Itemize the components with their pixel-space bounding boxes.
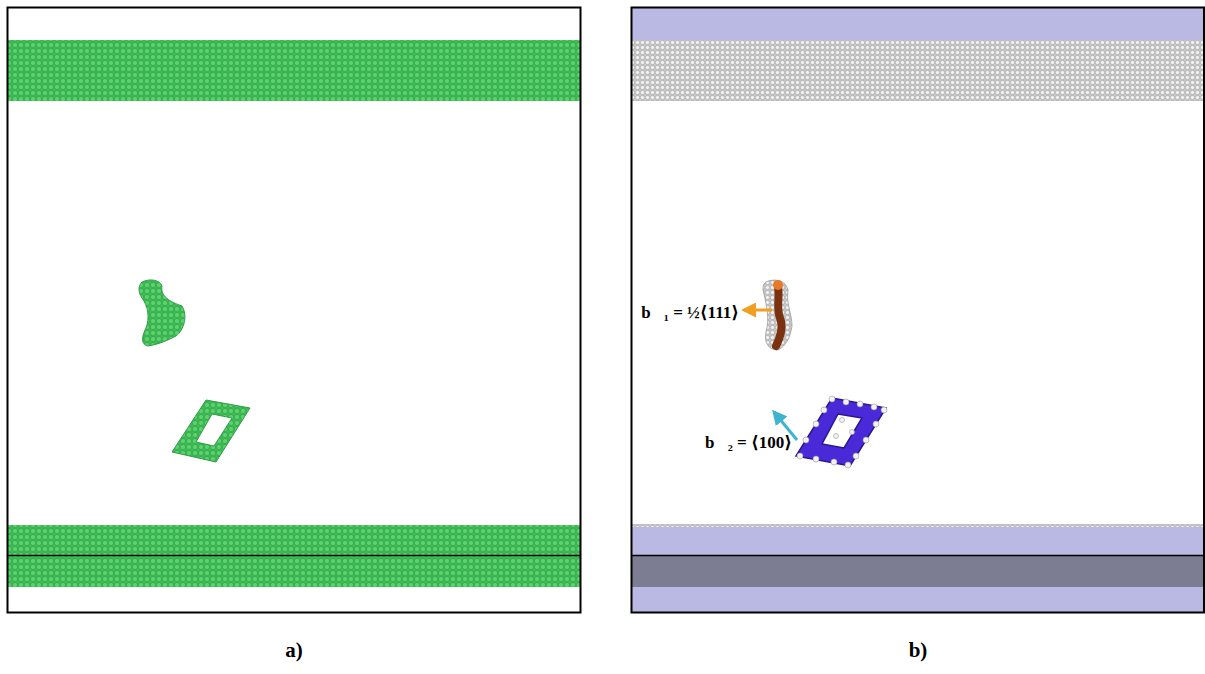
simulation-box <box>8 8 581 613</box>
burgers-vector-label: b⃗₂ = ⟨100⟩ <box>705 432 792 453</box>
burgers-vector-label: b⃗₁ = ½⟨111⟩ <box>641 302 739 323</box>
loop-atoms <box>797 396 887 468</box>
atom-layer <box>7 525 581 587</box>
atom-cluster <box>763 280 792 350</box>
dislocation-line <box>776 286 782 346</box>
region-shade <box>631 7 1204 40</box>
panel-b <box>631 7 1204 613</box>
dislocation-loop <box>172 400 250 462</box>
dislocation-node <box>773 280 783 290</box>
dislocation-loop <box>796 398 886 466</box>
box-boundary <box>631 555 1204 557</box>
panel-label: b) <box>909 638 928 663</box>
panel-label: a) <box>285 638 303 663</box>
box-boundary <box>7 555 581 557</box>
region-shade <box>631 555 1204 587</box>
panel-a <box>7 8 581 613</box>
region-shade <box>631 525 1204 613</box>
dislocation-cluster <box>139 280 185 346</box>
atom-layer <box>7 40 581 101</box>
atom-layer <box>631 524 1204 527</box>
burgers-vector-arrow <box>744 309 772 312</box>
atom-layer <box>631 40 1204 101</box>
simulation-box <box>632 8 1205 613</box>
